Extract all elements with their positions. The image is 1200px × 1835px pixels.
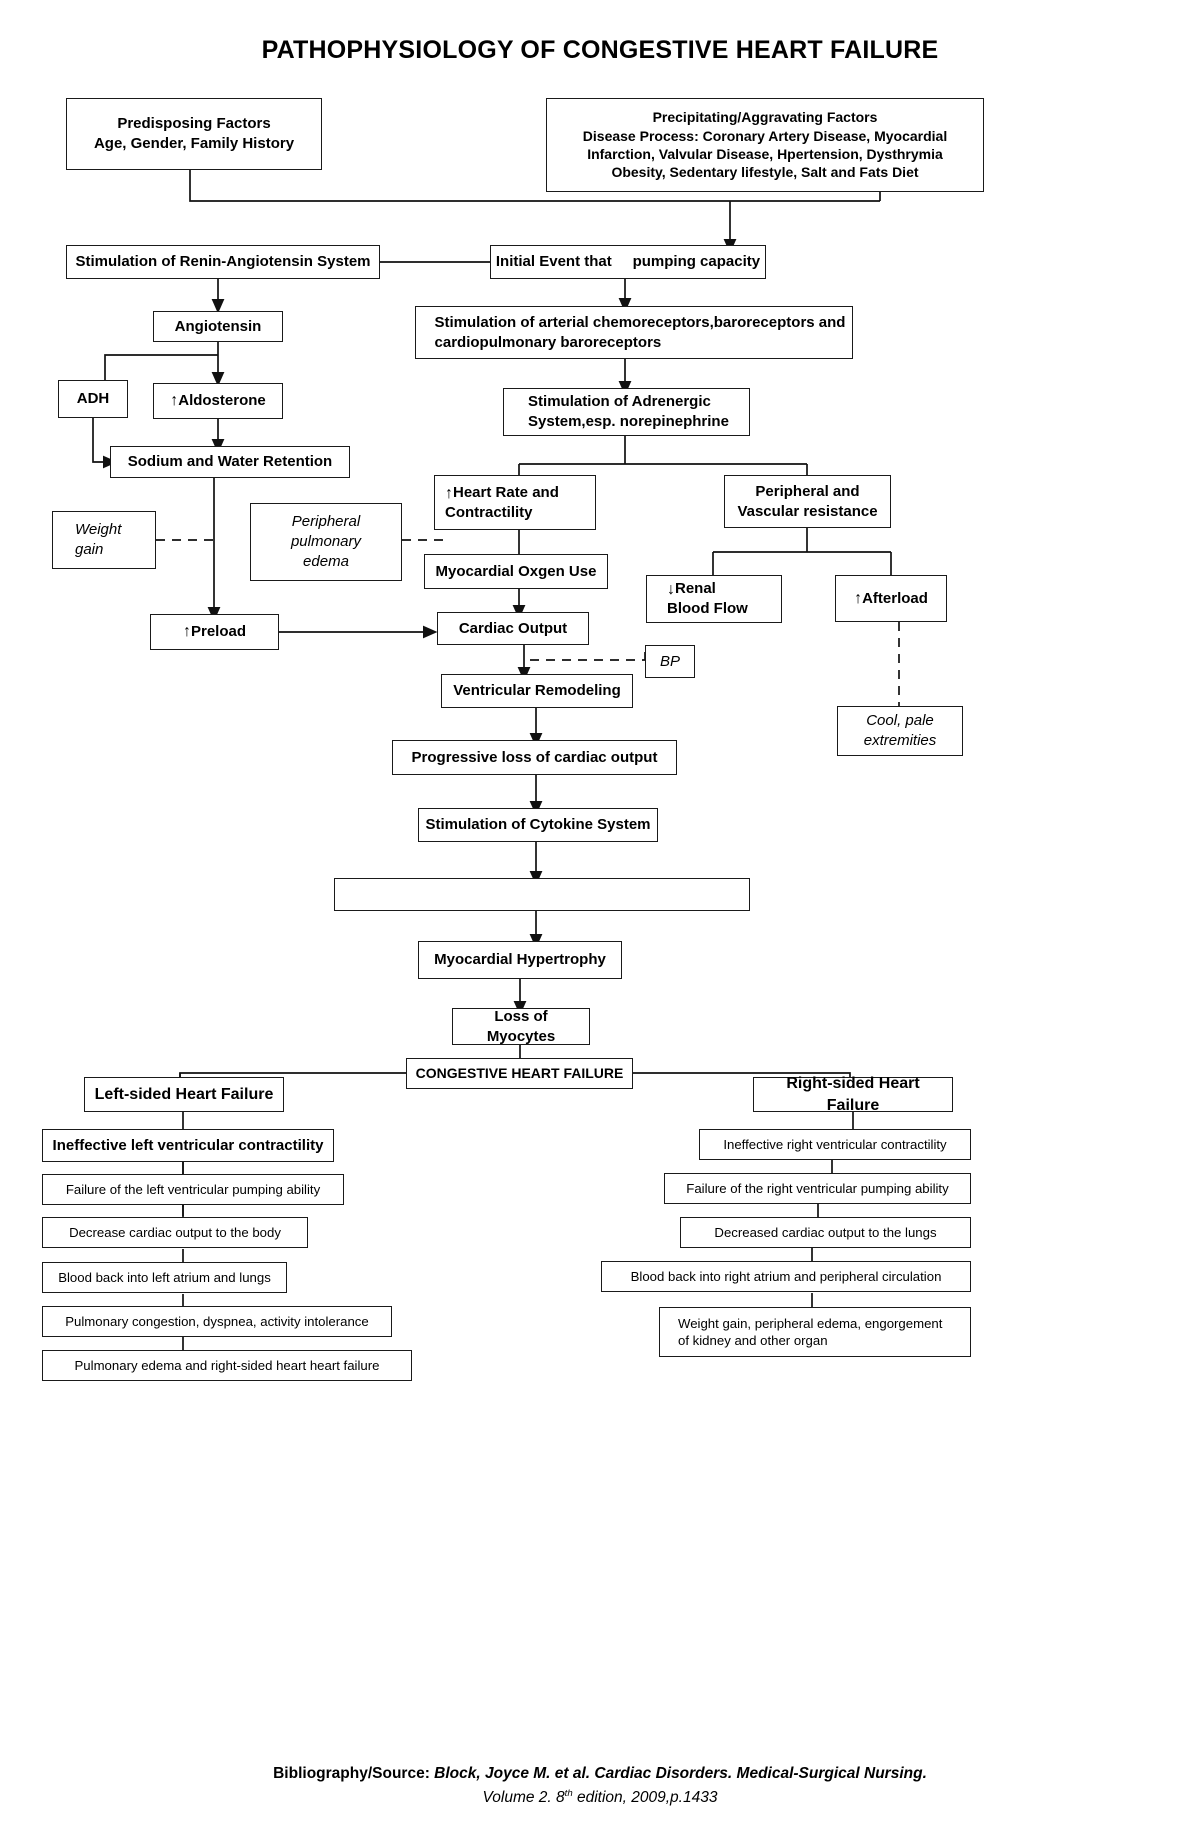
- node-label: Stimulation of Cytokine System: [425, 816, 651, 834]
- node-left-4[interactable]: Blood back into left atrium and lungs: [42, 1262, 287, 1293]
- node-label: Aldosterone: [178, 392, 266, 410]
- node-label: Weight gain, peripheral edema, engorgeme…: [678, 1315, 943, 1348]
- bibliography-line-1: Bibliography/Source: Block, Joyce M. et …: [0, 1762, 1200, 1786]
- node-label: Preload: [190, 623, 247, 641]
- node-label: Stimulation of arterial chemoreceptors,b…: [434, 313, 846, 351]
- node-label: Myocardial Hypertrophy: [434, 951, 606, 969]
- node-right-4[interactable]: Blood back into right atrium and periphe…: [601, 1261, 971, 1292]
- node-myocardial-oxygen-use[interactable]: Myocardial Oxgen Use: [424, 554, 608, 589]
- node-left-1[interactable]: Ineffective left ventricular contractili…: [42, 1129, 334, 1162]
- node-label: Peripheral pulmonary edema: [290, 513, 362, 570]
- node-precipitating-factors[interactable]: Precipitating/Aggravating Factors Diseas…: [546, 98, 984, 192]
- bibliography-edition: edition, 2009,p.1433: [572, 1789, 718, 1807]
- arrow-up-icon: ↑: [170, 392, 179, 409]
- node-label: Heart Rate and Contractility: [445, 483, 559, 521]
- node-right-5[interactable]: Weight gain, peripheral edema, engorgeme…: [659, 1307, 971, 1357]
- node-right-3[interactable]: Decreased cardiac output to the lungs: [680, 1217, 971, 1248]
- node-myocardial-hypertrophy[interactable]: Myocardial Hypertrophy: [418, 941, 622, 979]
- node-peripheral-pulmonary-edema[interactable]: Peripheral pulmonary edema: [250, 503, 402, 581]
- node-label: Decrease cardiac output to the body: [69, 1224, 281, 1240]
- node-label: Failure of the left ventricular pumping …: [65, 1181, 321, 1197]
- node-label: Stimulation of Adrenergic System,esp. no…: [528, 393, 729, 430]
- node-left-5[interactable]: Pulmonary congestion, dyspnea, activity …: [42, 1306, 392, 1337]
- node-label: Left-sided Heart Failure: [94, 1085, 274, 1103]
- node-peripheral-vascular-resistance[interactable]: Peripheral and Vascular resistance: [724, 475, 891, 528]
- node-angiotensin[interactable]: Angiotensin: [153, 311, 283, 342]
- arrow-down-icon: ↓: [667, 581, 675, 599]
- node-label: Sodium and Water Retention: [127, 453, 333, 471]
- node-chemoreceptors[interactable]: Stimulation of arterial chemoreceptors,b…: [415, 306, 853, 359]
- node-right-2[interactable]: Failure of the right ventricular pumping…: [664, 1173, 971, 1204]
- node-adrenergic-system[interactable]: Stimulation of Adrenergic System,esp. no…: [503, 388, 750, 436]
- node-label: Renal Blood Flow: [667, 580, 748, 617]
- node-label-wrap: ↓Renal Blood Flow: [653, 579, 775, 619]
- node-right-1[interactable]: Ineffective right ventricular contractil…: [699, 1129, 971, 1160]
- node-label: Angiotensin: [174, 317, 262, 335]
- node-renin-angiotensin-system[interactable]: Stimulation of Renin-Angiotensin System: [66, 245, 380, 279]
- node-label: Failure of the right ventricular pumping…: [686, 1180, 949, 1196]
- node-left-sided-heart-failure[interactable]: Left-sided Heart Failure: [84, 1077, 284, 1112]
- node-predisposing-factors[interactable]: Predisposing Factors Age, Gender, Family…: [66, 98, 322, 170]
- bibliography-line-2: Volume 2. 8th edition, 2009,p.1433: [0, 1786, 1200, 1810]
- node-label: Cardiac Output: [458, 619, 568, 637]
- bibliography-volume: Volume 2. 8: [482, 1789, 565, 1807]
- bibliography-ordinal: th: [564, 1787, 573, 1799]
- node-label: Decreased cardiac output to the lungs: [714, 1224, 937, 1240]
- node-label-wrap: ↑Heart Rate and Contractility: [441, 483, 589, 523]
- node-congestive-heart-failure[interactable]: CONGESTIVE HEART FAILURE: [406, 1058, 633, 1089]
- page-title: PATHOPHYSIOLOGY OF CONGESTIVE HEART FAIL…: [261, 36, 939, 64]
- node-loss-of-myocytes[interactable]: Loss of Myocytes: [452, 1008, 590, 1045]
- node-label: Initial Event that pumping capacity: [495, 253, 761, 271]
- node-renal-blood-flow[interactable]: ↓Renal Blood Flow: [646, 575, 782, 623]
- node-label: Cool, pale extremities: [863, 712, 937, 749]
- node-label: Predisposing Factors Age, Gender, Family…: [93, 115, 295, 152]
- node-left-6[interactable]: Pulmonary edema and right-sided heart he…: [42, 1350, 412, 1381]
- arrow-up-icon: ↑: [854, 589, 863, 607]
- node-heart-rate-contractility[interactable]: ↑Heart Rate and Contractility: [434, 475, 596, 530]
- node-label: Myocardial Oxgen Use: [435, 562, 597, 580]
- node-label: ADH: [76, 390, 110, 408]
- node-label: Blood back into right atrium and periphe…: [630, 1268, 942, 1284]
- node-label: Afterload: [862, 589, 928, 607]
- node-label: Pulmonary congestion, dyspnea, activity …: [65, 1313, 369, 1329]
- bibliography: Bibliography/Source: Block, Joyce M. et …: [0, 1762, 1200, 1810]
- node-label: Progressive loss of cardiac output: [411, 748, 658, 766]
- node-label: Pulmonary edema and right-sided heart he…: [74, 1357, 380, 1373]
- node-right-sided-heart-failure[interactable]: Right-sided Heart Failure: [753, 1075, 953, 1114]
- node-left-2[interactable]: Failure of the left ventricular pumping …: [42, 1174, 344, 1205]
- node-label: CONGESTIVE HEART FAILURE: [415, 1065, 624, 1082]
- node-label: Loss of Myocytes: [486, 1007, 556, 1045]
- node-initial-event[interactable]: Initial Event that pumping capacity: [490, 245, 766, 279]
- node-adh[interactable]: ADH: [58, 380, 128, 418]
- node-afterload[interactable]: ↑Afterload: [835, 575, 947, 622]
- node-ventricular-remodeling[interactable]: Ventricular Remodeling: [441, 674, 633, 708]
- node-sodium-water-retention[interactable]: Sodium and Water Retention: [110, 446, 350, 478]
- node-label: Ventricular Remodeling: [453, 682, 621, 700]
- node-label: Ineffective right ventricular contractil…: [723, 1136, 947, 1152]
- node-cool-pale-extremities[interactable]: Cool, pale extremities: [837, 706, 963, 756]
- node-label: BP: [659, 652, 680, 670]
- node-preload[interactable]: ↑Preload: [150, 614, 279, 650]
- node-label: Peripheral and Vascular resistance: [737, 482, 878, 520]
- node-aldosterone[interactable]: ↑Aldosterone: [153, 383, 283, 419]
- node-cytokine-system[interactable]: Stimulation of Cytokine System: [418, 808, 658, 842]
- node-label: Right-sided Heart Failure: [786, 1075, 920, 1114]
- arrow-up-icon: ↑: [182, 623, 191, 640]
- node-label: Blood back into left atrium and lungs: [58, 1269, 271, 1285]
- node-label: Ineffective left ventricular contractili…: [52, 1136, 324, 1154]
- node-label: Precipitating/Aggravating Factors Diseas…: [582, 109, 948, 181]
- arrow-up-icon: ↑: [445, 484, 453, 502]
- node-progressive-loss[interactable]: Progressive loss of cardiac output: [392, 740, 677, 775]
- node-left-3[interactable]: Decrease cardiac output to the body: [42, 1217, 308, 1248]
- node-weight-gain[interactable]: Weight gain: [52, 511, 156, 569]
- bibliography-citation: Block, Joyce M. et al. Cardiac Disorders…: [429, 1765, 927, 1782]
- node-label: Weight gain: [75, 521, 122, 558]
- node-cardiac-output[interactable]: Cardiac Output: [437, 612, 589, 645]
- node-label: Stimulation of Renin-Angiotensin System: [75, 253, 371, 271]
- node-blank[interactable]: [334, 878, 750, 911]
- node-bp[interactable]: BP: [645, 645, 695, 678]
- bibliography-label: Bibliography/Source:: [273, 1765, 430, 1782]
